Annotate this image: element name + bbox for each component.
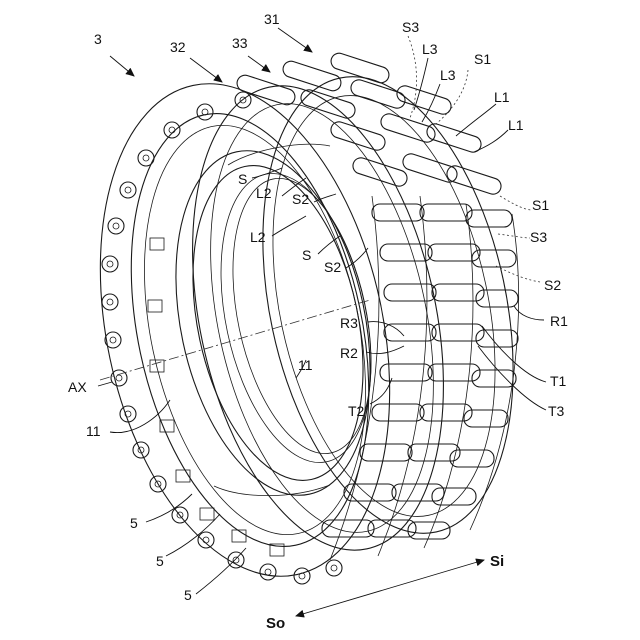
label-s2-b: S2 [324,259,341,275]
sprocket-teeth-5 [148,238,284,556]
label-s3-top: S3 [402,19,419,35]
label-l1-a: L1 [494,89,510,105]
label-si: Si [490,553,504,570]
label-l2-a: L2 [256,185,272,201]
label-so: So [266,615,285,632]
chain-31-outline [224,54,551,557]
label-l3-b: L3 [440,67,456,83]
arrow-so [296,588,390,616]
direction-arrows [296,560,484,616]
inner-ring-11 [147,133,400,514]
label-ring-11-outer: 11 [86,423,101,439]
label-s1-top: S1 [474,51,491,67]
arrow-si [390,560,484,588]
label-r1: R1 [550,313,568,329]
label-chain-33: 33 [232,35,248,51]
axis-line [100,300,370,380]
label-tooth-5-c: 5 [184,587,192,603]
label-s2-a: S2 [292,191,309,207]
rollers-top [235,51,503,196]
label-s2-right: S2 [544,277,561,293]
label-ring-11-inner: 11 [298,357,313,373]
label-r2: R2 [340,345,358,361]
label-s-b: S [302,247,311,263]
label-chain-31: 31 [264,11,280,27]
label-tooth-5-a: 5 [130,515,138,531]
label-l1-b: L1 [508,117,524,133]
label-ax: AX [68,379,87,395]
label-t2: T2 [348,403,365,419]
plate-separators [330,196,519,560]
label-s-a: S [238,171,247,187]
label-s3-right: S3 [530,229,547,245]
label-t1: T1 [550,373,567,389]
label-s1-right: S1 [532,197,549,213]
label-l3-a: L3 [422,41,438,57]
label-chain-32: 32 [170,39,186,55]
label-tooth-5-b: 5 [156,553,164,569]
label-l2-b: L2 [250,229,266,245]
chain-32-outline [58,57,432,603]
rollers-right [322,204,518,539]
label-assembly: 3 [94,31,102,47]
label-r3: R3 [340,315,358,331]
label-t3: T3 [548,403,565,419]
reference-labels: 3 31 32 33 S3 L3 S1 L3 L1 L1 S L2 S2 L2 … [68,11,568,632]
